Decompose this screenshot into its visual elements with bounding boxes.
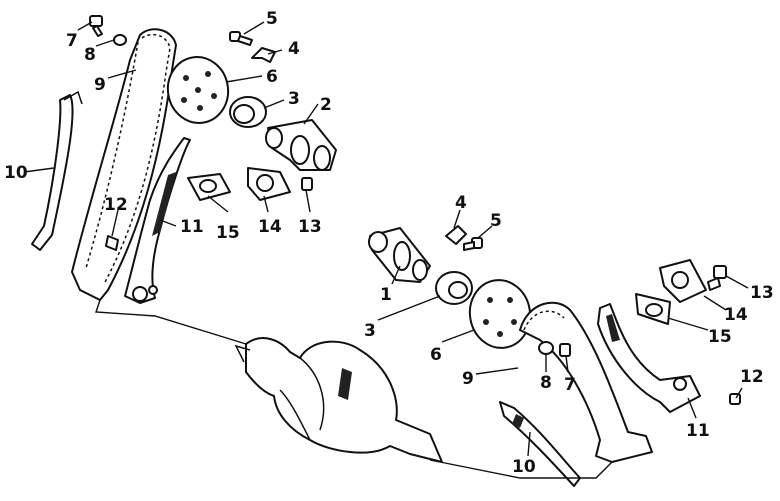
callout-upper-10: 10 xyxy=(4,163,28,183)
lower-bolt-12 xyxy=(729,393,741,405)
callout-upper-3: 3 xyxy=(288,89,300,109)
lower-bearing-3 xyxy=(435,271,473,305)
connector-line-lower xyxy=(429,459,613,479)
callout-lower-11: 11 xyxy=(686,421,710,441)
lower-washer-8 xyxy=(538,341,554,355)
upper-chain-guide xyxy=(31,90,83,251)
upper-gasket-15 xyxy=(187,173,231,201)
callout-upper-12: 12 xyxy=(104,195,128,215)
lower-cam-sprocket xyxy=(468,279,532,349)
lower-plate-4 xyxy=(445,225,467,245)
callout-upper-15: 15 xyxy=(216,223,240,243)
upper-bolt-5 xyxy=(229,31,253,46)
upper-camshaft-2 xyxy=(265,119,337,171)
upper-bolt-7 xyxy=(89,15,103,37)
upper-bolt-12 xyxy=(105,235,119,251)
callout-lower-15: 15 xyxy=(708,327,732,347)
callout-lower-7: 7 xyxy=(564,375,576,395)
callout-upper-4: 4 xyxy=(288,39,300,59)
lower-tensioner-lifter-14 xyxy=(659,259,707,303)
lower-bolt-7 xyxy=(559,343,571,357)
callout-lower-8: 8 xyxy=(540,373,552,393)
lower-bolt-5 xyxy=(463,237,483,251)
callout-lower-9: 9 xyxy=(462,369,474,389)
callout-upper-8: 8 xyxy=(84,45,96,65)
upper-cam-sprocket xyxy=(166,56,230,124)
upper-bolt-13 xyxy=(301,177,313,191)
connector-line-upper xyxy=(95,299,247,345)
callout-lower-5: 5 xyxy=(490,211,502,231)
lower-chain-guide xyxy=(499,401,581,487)
callout-upper-9: 9 xyxy=(94,75,106,95)
leader-lines xyxy=(23,21,749,457)
upper-bearing-3 xyxy=(229,96,267,128)
callout-lower-3: 3 xyxy=(364,321,376,341)
callout-upper-14: 14 xyxy=(258,217,282,237)
upper-washer-8 xyxy=(113,34,127,46)
upper-cam-chain xyxy=(71,28,177,301)
callout-upper-6: 6 xyxy=(266,67,278,87)
callout-lower-13: 13 xyxy=(750,283,774,303)
callout-upper-5: 5 xyxy=(266,9,278,29)
callout-upper-11: 11 xyxy=(180,217,204,237)
callout-lower-10: 10 xyxy=(512,457,536,477)
lower-bolt-13 xyxy=(707,265,727,291)
callout-upper-2: 2 xyxy=(320,95,332,115)
lower-gasket-15 xyxy=(635,293,671,325)
callout-upper-7: 7 xyxy=(66,31,78,51)
callout-upper-13: 13 xyxy=(298,217,322,237)
callout-lower-14: 14 xyxy=(724,305,748,325)
callout-lower-4: 4 xyxy=(455,193,467,213)
lower-camshaft-1 xyxy=(368,227,431,283)
callout-lower-6: 6 xyxy=(430,345,442,365)
callout-lower-1: 1 xyxy=(380,285,392,305)
lower-chain-tensioner xyxy=(597,303,701,413)
lower-cam-chain xyxy=(519,301,653,463)
upper-tensioner-lifter-14 xyxy=(247,167,291,201)
upper-plate-4 xyxy=(251,47,276,63)
callout-lower-12: 12 xyxy=(740,367,764,387)
crankshaft xyxy=(234,337,443,463)
upper-chain-tensioner xyxy=(124,137,191,304)
